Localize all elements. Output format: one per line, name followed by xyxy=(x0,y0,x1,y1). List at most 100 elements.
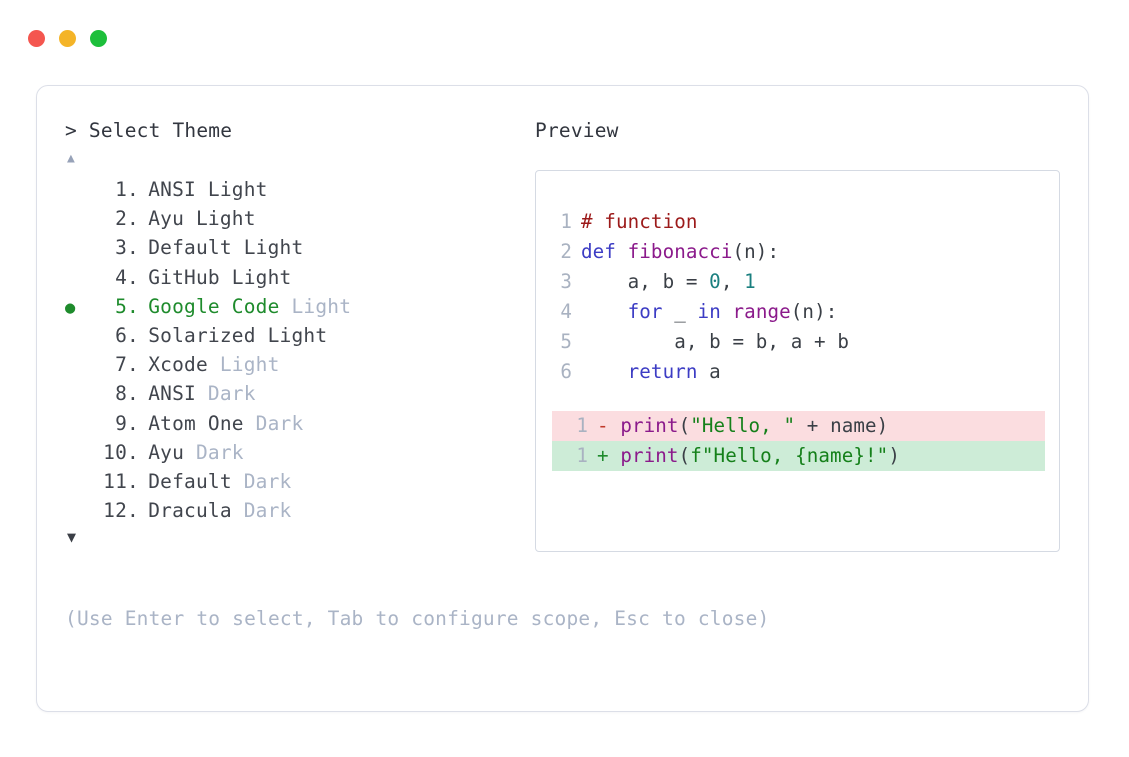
theme-list-item[interactable]: 10.Ayu Dark xyxy=(65,439,535,468)
theme-name: Default xyxy=(148,470,244,494)
theme-name: Ayu xyxy=(148,207,196,231)
selected-bullet-icon: ● xyxy=(65,297,76,318)
bullet-placeholder xyxy=(65,352,93,380)
code-token: ( xyxy=(678,444,691,467)
bullet-placeholder xyxy=(65,206,93,234)
code-token: # function xyxy=(581,210,698,233)
theme-variant: Dark xyxy=(255,411,304,435)
theme-list-column: > Select Theme ▲ 1. ANSI Light 2. Ayu Ligh… xyxy=(65,118,535,548)
theme-name: Xcode xyxy=(148,353,220,377)
code-token: (n): xyxy=(732,240,780,263)
prompt-title: Select Theme xyxy=(88,119,233,142)
code-token: in xyxy=(697,300,721,323)
bullet-placeholder xyxy=(65,440,93,468)
theme-list-item[interactable]: 9.Atom One Dark xyxy=(65,410,535,439)
bullet-placeholder xyxy=(65,323,93,351)
code-token: + name) xyxy=(795,414,889,437)
scroll-down-icon[interactable]: ▼ xyxy=(67,528,77,547)
keyboard-hint: (Use Enter to select, Tab to configure s… xyxy=(65,607,770,630)
theme-list: 1. ANSI Light 2. Ayu Light 3.Default Light… xyxy=(65,176,535,526)
bullet-placeholder xyxy=(65,381,93,409)
theme-index: 1. xyxy=(115,178,139,201)
code-token: ( xyxy=(678,414,691,437)
theme-name: Ayu xyxy=(148,440,196,464)
code-line: 3 a, b = 0, 1 xyxy=(552,267,1045,297)
close-window-icon[interactable] xyxy=(28,30,45,47)
code-token xyxy=(581,300,628,323)
code-token: ) xyxy=(888,444,900,467)
code-token: range xyxy=(732,300,791,323)
theme-variant: Light xyxy=(291,294,352,318)
bullet-placeholder xyxy=(65,265,93,293)
theme-name: Default xyxy=(148,236,244,260)
scroll-up-icon[interactable]: ▲ xyxy=(67,151,76,166)
code-token: 0 xyxy=(709,270,721,293)
dialog-columns: > Select Theme ▲ 1. ANSI Light 2. Ayu Ligh… xyxy=(65,118,1060,552)
code-token: a, b = xyxy=(581,270,710,293)
theme-list-item[interactable]: 4. GitHub Light xyxy=(65,264,535,293)
line-number: 5 xyxy=(560,330,572,353)
code-token: f"Hello, {name}!" xyxy=(690,444,889,467)
theme-index: 12. xyxy=(103,499,139,523)
theme-list-item[interactable]: 3.Default Light xyxy=(65,234,535,263)
theme-variant: Dark xyxy=(243,499,292,523)
theme-picker-dialog: > Select Theme ▲ 1. ANSI Light 2. Ayu Ligh… xyxy=(36,85,1089,712)
line-number: 1 xyxy=(576,444,588,467)
bullet-placeholder xyxy=(65,411,93,439)
theme-index: 11. xyxy=(103,470,139,494)
theme-variant: Dark xyxy=(207,382,256,406)
theme-index: 6. xyxy=(115,324,139,348)
theme-index: 4. xyxy=(115,265,139,289)
code-line: 4 for _ in range(n): xyxy=(552,297,1045,327)
diff-marker-icon: - xyxy=(597,414,621,437)
code-token: return xyxy=(627,360,698,383)
theme-list-item[interactable]: 11.Default Dark xyxy=(65,468,535,497)
theme-index: 5. xyxy=(115,294,139,318)
line-number: 1 xyxy=(576,414,588,437)
diff-sample: 1- print("Hello, " + name)1+ print(f"Hel… xyxy=(536,411,1059,471)
theme-name: Dracula xyxy=(148,499,244,523)
theme-list-item[interactable]: 2. Ayu Light xyxy=(65,205,535,234)
preview-label: Preview xyxy=(535,119,619,142)
code-token: print xyxy=(620,444,679,467)
prompt-header: > Select Theme xyxy=(65,118,535,144)
theme-name: GitHub xyxy=(148,265,232,289)
theme-list-item[interactable]: 1.ANSI Light xyxy=(65,176,535,205)
code-token: _ xyxy=(662,300,698,323)
diff-marker-icon: + xyxy=(597,444,621,467)
diff-line-add: 1 + print(f"Hello, {name}!") xyxy=(552,441,1045,471)
diff-line-del: 1- print("Hello, " + name) xyxy=(552,411,1045,441)
theme-index: 2. xyxy=(115,207,139,231)
theme-index: 7. xyxy=(115,353,139,377)
theme-list-item[interactable]: ●5.Google Code Light xyxy=(65,293,535,322)
code-token: "Hello, " xyxy=(690,414,796,437)
theme-list-item[interactable]: 7.Xcode Light xyxy=(65,351,535,380)
bullet-placeholder xyxy=(65,469,93,497)
line-number: 6 xyxy=(560,360,572,383)
line-number: 4 xyxy=(560,300,572,323)
theme-list-item[interactable]: 6.Solarized Light xyxy=(65,322,535,351)
theme-variant: Light xyxy=(243,236,304,260)
theme-name: ANSI xyxy=(148,178,208,201)
theme-variant: Light xyxy=(195,207,256,231)
code-token: , xyxy=(720,270,745,293)
code-token: a xyxy=(697,360,721,383)
minimize-window-icon[interactable] xyxy=(59,30,76,47)
theme-name: ANSI xyxy=(148,382,208,406)
theme-list-item[interactable]: 8.ANSI Dark xyxy=(65,380,535,409)
page-title xyxy=(77,119,89,142)
theme-variant: Light xyxy=(231,265,292,289)
theme-list-item[interactable]: 12. Dracula Dark xyxy=(65,497,535,526)
theme-index: 9. xyxy=(115,411,139,435)
code-token: print xyxy=(620,414,679,437)
bullet-placeholder xyxy=(65,177,93,205)
maximize-window-icon[interactable] xyxy=(90,30,107,47)
theme-variant: Dark xyxy=(195,440,244,464)
code-token: 1 xyxy=(744,270,756,293)
bullet-placeholder xyxy=(65,498,93,526)
bullet-placeholder xyxy=(65,235,93,263)
code-token: a, b = b, a + b xyxy=(581,330,849,353)
window-titlebar xyxy=(28,30,107,47)
